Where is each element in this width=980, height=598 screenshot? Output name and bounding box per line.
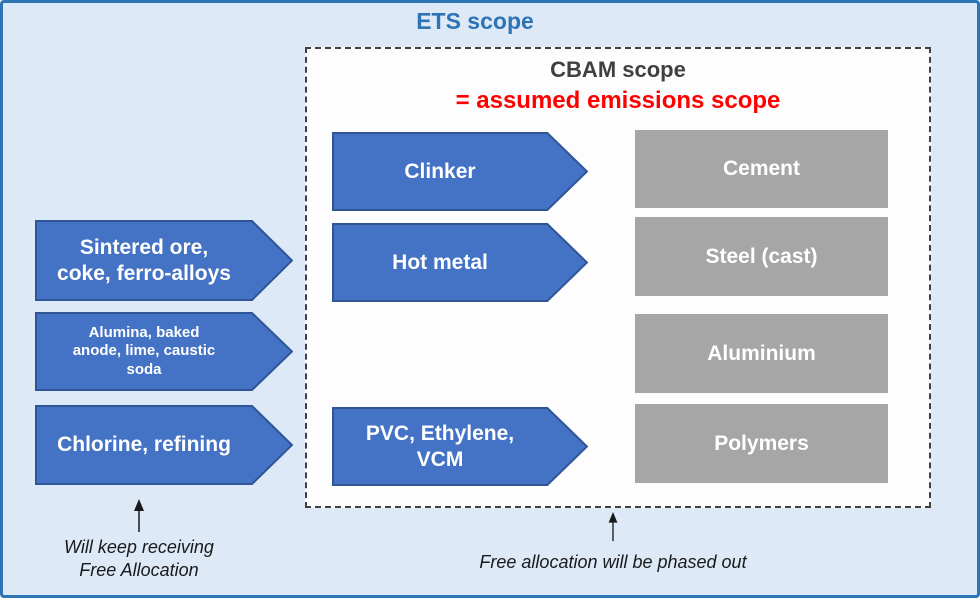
right-chevron-icon bbox=[332, 132, 588, 211]
right-chevron-icon bbox=[332, 407, 588, 486]
product-box-label: Polymers bbox=[714, 431, 809, 455]
product-box-polymers: Polymers bbox=[635, 404, 888, 483]
product-box-aluminium: Aluminium bbox=[635, 314, 888, 393]
ets-input-arrow-label: Chlorine, refining bbox=[57, 433, 231, 457]
product-box-label: Cement bbox=[722, 157, 801, 180]
cbam-scope-title: CBAM scope bbox=[550, 57, 686, 82]
right-chevron-icon bbox=[35, 312, 293, 391]
process-arrow-hot-metal: Hot metal bbox=[332, 223, 588, 302]
ets-input-arrow-label: Sintered ore, coke, ferro-alloys bbox=[57, 235, 231, 285]
up-arrow-icon bbox=[608, 512, 618, 542]
process-arrow-label: PVC, Ethylene, VCM bbox=[365, 421, 515, 471]
right-chevron-icon bbox=[35, 405, 293, 485]
process-arrow-clinker: Clinker bbox=[332, 132, 588, 211]
product-box-cement: Cement bbox=[635, 130, 888, 208]
ets-input-arrow-label: Alumina, baked anode, lime, caustic soda bbox=[72, 324, 216, 378]
ets-input-arrow-sintered-ore: Sintered ore, coke, ferro-alloys bbox=[35, 220, 293, 301]
up-arrow-icon bbox=[134, 499, 144, 532]
free-allocation-keep-note: Will keep receiving Free Allocation bbox=[64, 537, 214, 581]
product-box-label: Aluminium bbox=[707, 341, 816, 365]
process-arrow-label: Clinker bbox=[404, 159, 476, 183]
process-arrow-label: Hot metal bbox=[392, 250, 488, 274]
free-allocation-phase-out-note: Free allocation will be phased out bbox=[479, 552, 747, 572]
cbam-scope-subtitle: = assumed emissions scope bbox=[455, 87, 781, 114]
product-box-label: Steel (cast) bbox=[705, 244, 818, 268]
ets-scope-title: ETS scope bbox=[416, 8, 534, 34]
ets-input-arrow-chlorine: Chlorine, refining bbox=[35, 405, 293, 485]
ets-input-arrow-alumina: Alumina, baked anode, lime, caustic soda bbox=[35, 312, 293, 391]
process-arrow-pvc: PVC, Ethylene, VCM bbox=[332, 407, 588, 486]
right-chevron-icon bbox=[332, 223, 588, 302]
right-chevron-icon bbox=[35, 220, 293, 301]
product-box-steel: Steel (cast) bbox=[635, 217, 888, 296]
